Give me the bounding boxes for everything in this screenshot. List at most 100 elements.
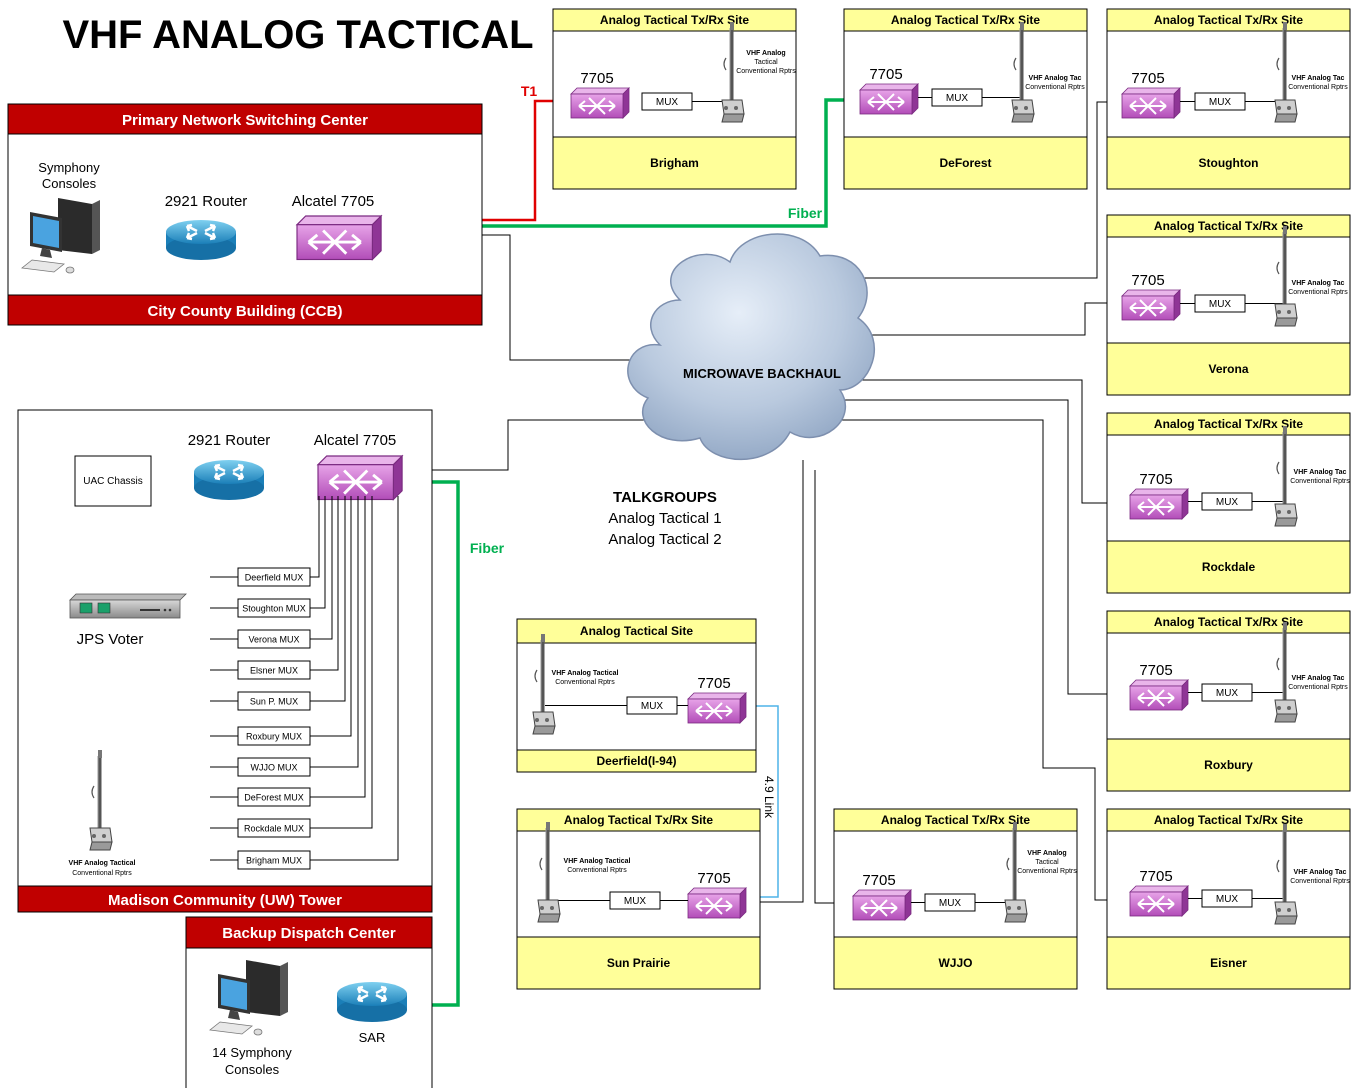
jps-voter-label: JPS Voter [77,631,144,648]
site-mux-label: MUX [656,97,679,108]
uw-tower-rptr-label-2: Conventional Rptrs [72,870,132,877]
uw-router-label: 2921 Router [188,432,271,449]
mux-box [237,818,311,838]
site-switch-icon [1129,679,1189,711]
site-name: WJJO [938,956,972,970]
site-tower-label: Conventional Rptrs [1290,478,1350,485]
uw-router-icon [192,458,266,502]
site-name: Stoughton [1199,156,1259,170]
site-switch-label: 7705 [869,66,902,83]
mux-box [237,598,311,618]
site-tower-label: Conventional Rptrs [1288,84,1348,91]
ccb-router-label: 2921 Router [165,193,248,210]
site-footer [516,936,761,990]
site-footer [843,136,1088,190]
sar-router-icon [335,980,409,1024]
site-verona: Analog Tactical Tx/Rx SiteVerona7705MUXV… [1106,214,1351,396]
site-header [1106,808,1351,832]
uw-tower-footer [17,885,433,913]
site-rockdale: Analog Tactical Tx/Rx SiteRockdale7705MU… [1106,412,1351,594]
verona-backhaul-link [845,302,1123,336]
mux-label: Rockdale MUX [244,824,304,834]
mux-box [237,726,311,746]
uw-tower-center: Madison Community (UW) Tower UAC Chassis… [17,409,433,913]
site-tower-label: Conventional Rptrs [1290,878,1350,885]
mux-box [237,629,311,649]
site-header-label: Analog Tactical Tx/Rx Site [1154,615,1303,629]
mux-label: Stoughton MUX [242,604,306,614]
symphony-consoles-label-1: Symphony [38,160,100,175]
site-header [1106,610,1351,634]
mux-label: Sun P. MUX [250,697,298,707]
site-switch-icon [1121,289,1181,321]
uw-switch-label: Alcatel 7705 [314,432,397,449]
primary-center-header [7,103,483,135]
site-tower-label: VHF Analog Tac [1294,869,1347,876]
site-footer [1106,540,1351,594]
mux-label: Brigham MUX [246,856,302,866]
mux-box [237,787,311,807]
site-switch-label: 7705 [1139,868,1172,885]
mux-box [237,567,311,587]
site-footer [516,749,757,773]
site-tower-label: Conventional Rptrs [555,679,615,686]
site-mux-label: MUX [641,701,664,712]
site-switch-icon [852,889,912,921]
site-switch-label: 7705 [580,70,613,87]
site-footer [552,136,797,190]
site-tower-label: Conventional Rptrs [1288,684,1348,691]
site-footer [833,936,1078,990]
roxbury-backhaul-link [840,399,1130,695]
site-header-label: Analog Tactical Tx/Rx Site [1154,813,1303,827]
site-header [516,808,761,832]
site-switch-label: 7705 [862,872,895,889]
site-wjjo: Analog Tactical Tx/Rx SiteWJJO7705MUXVHF… [833,808,1078,990]
sunprairie-backhaul-link [742,460,804,903]
site-tower-label: VHF Analog Tactical [564,858,631,865]
site-mux-label: MUX [1209,299,1232,310]
site-header-label: Analog Tactical Tx/Rx Site [891,13,1040,27]
site-header [516,618,757,644]
site-deforest: Analog Tactical Tx/Rx SiteDeForest7705MU… [843,8,1088,190]
site-tower-label: Tactical [754,59,778,66]
site-switch-icon [1121,87,1181,119]
mux-label: WJJO MUX [251,763,298,773]
site-switch-icon [1129,885,1189,917]
site-stoughton: Analog Tactical Tx/Rx SiteStoughton7705M… [1106,8,1351,190]
site-tower-label: VHF Analog Tac [1292,675,1345,682]
ccb-switch-label: Alcatel 7705 [292,193,375,210]
site-header-label: Analog Tactical Tx/Rx Site [1154,13,1303,27]
uw-switch-icon [316,454,404,501]
site-tower-label: Conventional Rptrs [736,68,796,75]
uac-chassis [74,455,152,507]
site-switch-icon [687,887,747,919]
site-mux-label: MUX [1216,688,1239,699]
backup-consoles-label-1: 14 Symphony [212,1045,292,1060]
site-tower-label: VHF Analog Tactical [552,670,619,677]
site-header [1106,214,1351,238]
mux-box [237,660,311,680]
site-switch-icon [687,692,747,724]
site-eisner: Analog Tactical Tx/Rx SiteEisner7705MUXV… [1106,808,1351,990]
site-mux-label: MUX [1216,894,1239,905]
site-header-label: Analog Tactical Site [580,624,693,638]
uw-backhaul-link [400,419,660,471]
site-tower-label: VHF Analog Tac [1292,75,1345,82]
site-switch-label: 7705 [697,870,730,887]
site-name: Brigham [650,156,699,170]
site-switch-label: 7705 [1139,662,1172,679]
site-header-label: Analog Tactical Tx/Rx Site [881,813,1030,827]
site-switch-icon [859,83,919,115]
primary-center: Primary Network Switching Center City Co… [7,103,483,326]
mux-label: Elsner MUX [250,666,298,676]
site-name: DeForest [939,156,991,170]
ccb-router-icon [164,218,238,262]
mux-box [237,691,311,711]
site-header-label: Analog Tactical Tx/Rx Site [1154,417,1303,431]
site-footer [1106,342,1351,396]
backup-consoles-label-2: Consoles [225,1062,280,1077]
mux-box [237,850,311,870]
